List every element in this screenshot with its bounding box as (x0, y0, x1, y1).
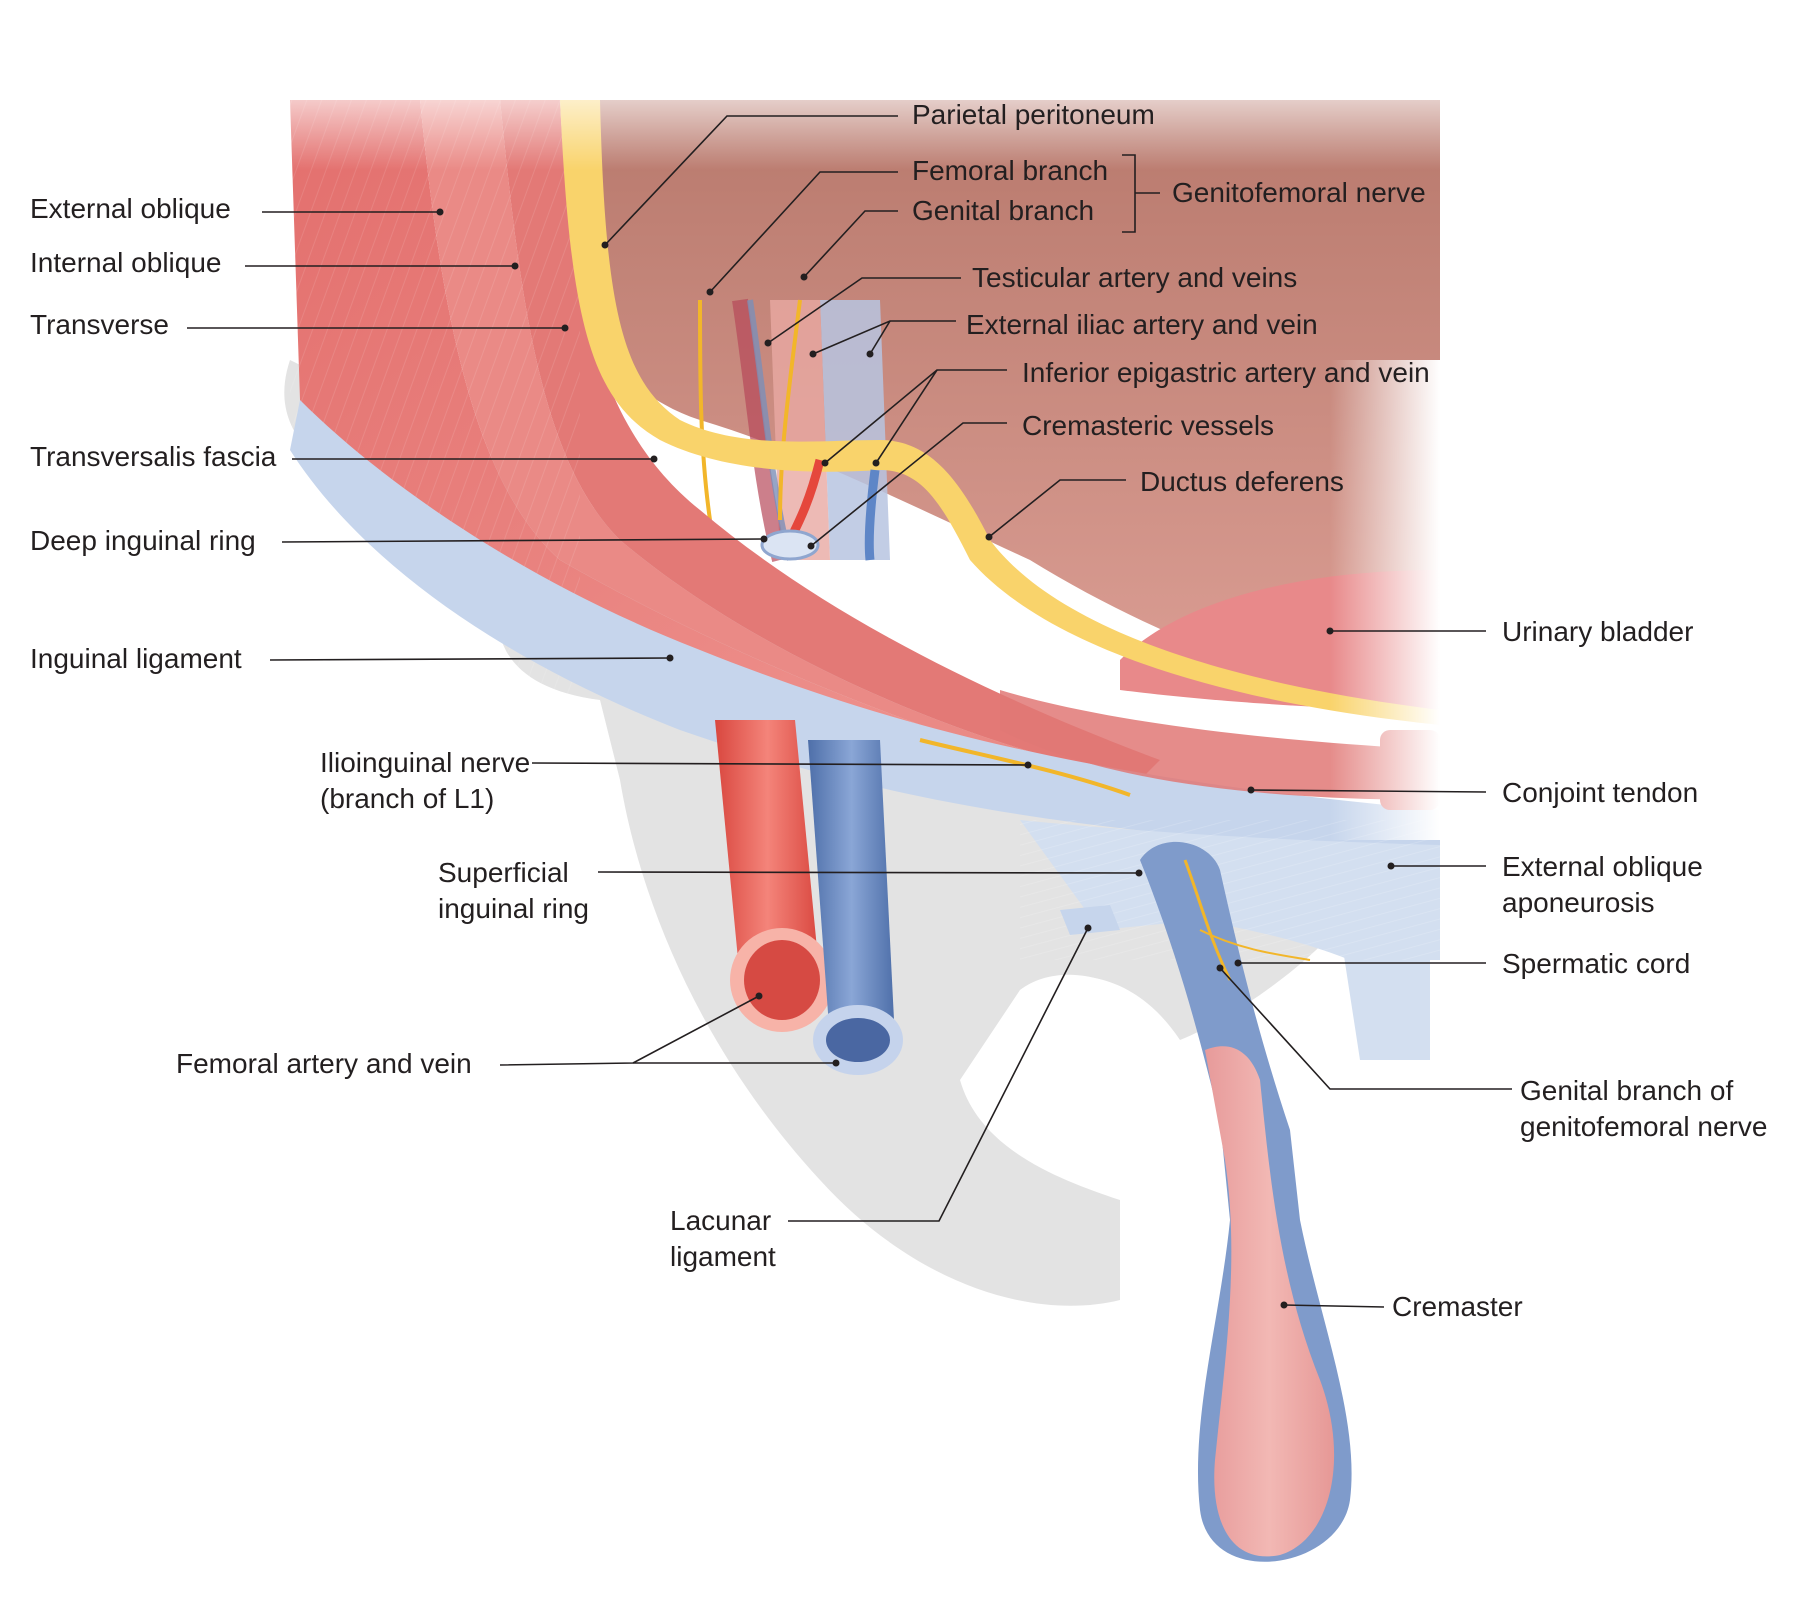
label-transverse: Transverse (30, 309, 169, 340)
label-external-oblique-aponeurosis-sub: aponeurosis (1502, 887, 1655, 918)
deep-inguinal-ring-shape (760, 529, 820, 561)
femoral-artery-shape (715, 720, 820, 980)
label-ductus-deferens: Ductus deferens (1140, 466, 1344, 497)
leader-lines (187, 115, 1512, 1309)
label-conjoint-tendon: Conjoint tendon (1502, 777, 1698, 808)
label-superficial-inguinal-ring-sub: inguinal ring (438, 893, 589, 924)
label-urinary-bladder: Urinary bladder (1502, 616, 1693, 647)
label-cremasteric-vessels: Cremasteric vessels (1022, 410, 1274, 441)
label-lacunar-ligament: Lacunar (670, 1205, 771, 1236)
label-testicular-artery-veins: Testicular artery and veins (972, 262, 1297, 293)
transverse-muscle (500, 100, 1160, 780)
label-external-oblique: External oblique (30, 193, 231, 224)
label-femoral-branch: Femoral branch (912, 155, 1108, 186)
cremaster-muscle-shape (1205, 1046, 1335, 1557)
label-inguinal-ligament: Inguinal ligament (30, 643, 242, 674)
anatomy-illustration (240, 60, 1480, 1562)
label-external-oblique-aponeurosis: External oblique (1502, 851, 1703, 882)
external-iliac-artery-shape (770, 300, 830, 560)
label-transversalis-fascia: Transversalis fascia (30, 441, 277, 472)
label-superficial-inguinal-ring: Superficial (438, 857, 569, 888)
label-genital-branch-genitofemoral-sub: genitofemoral nerve (1520, 1111, 1767, 1142)
label-genital-branch: Genital branch (912, 195, 1094, 226)
label-genital-branch-genitofemoral: Genital branch of (1520, 1075, 1733, 1106)
label-deep-inguinal-ring: Deep inguinal ring (30, 525, 256, 556)
label-ilioinguinal-nerve: Ilioinguinal nerve (320, 747, 530, 778)
ilioinguinal-nerve-shape (919, 738, 1131, 797)
lacunar-ligament-shape (1060, 905, 1120, 935)
label-inferior-epigastric: Inferior epigastric artery and vein (1022, 357, 1430, 388)
label-cremaster: Cremaster (1392, 1291, 1523, 1322)
label-internal-oblique: Internal oblique (30, 247, 221, 278)
label-genitofemoral-nerve: Genitofemoral nerve (1172, 177, 1426, 208)
label-external-iliac: External iliac artery and vein (966, 309, 1318, 340)
labels: External oblique Internal oblique Transv… (30, 99, 1767, 1322)
label-femoral-artery-vein: Femoral artery and vein (176, 1048, 472, 1079)
label-ilioinguinal-nerve-sub: (branch of L1) (320, 783, 494, 814)
posterior-wall (560, 100, 1440, 720)
label-parietal-peritoneum: Parietal peritoneum (912, 99, 1155, 130)
testicular-vessels-shape (732, 298, 788, 562)
label-lacunar-ligament-sub: ligament (670, 1241, 776, 1272)
label-spermatic-cord: Spermatic cord (1502, 948, 1690, 979)
femoral-vein-shape (808, 740, 895, 1040)
obturator-foramen (1010, 974, 1170, 1142)
